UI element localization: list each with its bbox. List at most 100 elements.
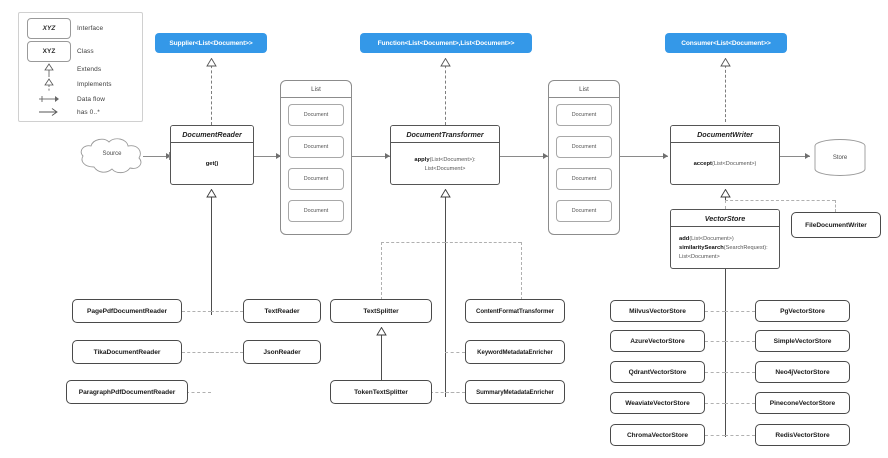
list-1-document-2: Document xyxy=(288,136,344,158)
legend-row-class: XYZ Class xyxy=(19,40,144,62)
source-cloud: Source xyxy=(72,133,152,177)
interface-pill-consumer[interactable]: Consumer<List<Document>> xyxy=(665,33,787,53)
impl-connector-azure xyxy=(705,341,725,342)
list-2-document-4: Document xyxy=(556,200,612,222)
legend-label-extends: Extends xyxy=(77,66,102,73)
list-1-title: List xyxy=(281,81,351,98)
class-contentformattransformer[interactable]: ContentFormatTransformer xyxy=(465,299,565,323)
implements-triangle-function xyxy=(440,54,451,72)
class-azurevectorstore[interactable]: AzureVectorStore xyxy=(610,330,705,352)
extends-line-tokentextsplitter xyxy=(381,330,382,380)
store-label: Store xyxy=(832,155,848,161)
list-1-document-3: Document xyxy=(288,168,344,190)
extends-triangle-transformers xyxy=(440,185,451,203)
dataflow-arrow-icon xyxy=(25,92,73,106)
impl-connector-textreader xyxy=(211,311,243,312)
interface-pill-function[interactable]: Function<List<Document>,List<Document>> xyxy=(360,33,532,53)
class-weaviatevectorstore[interactable]: WeaviateVectorStore xyxy=(610,392,705,414)
vectorstore-method-add: add(List<Document>) xyxy=(679,236,734,242)
class-pagepdfdocumentreader[interactable]: PagePdfDocumentReader xyxy=(72,299,182,323)
documentreader-box[interactable]: DocumentReader get() xyxy=(170,125,254,185)
implements-arrow-icon xyxy=(25,77,73,92)
class-keywordmetadataenricher[interactable]: KeywordMetadataEnricher xyxy=(465,340,565,364)
list-2-title: List xyxy=(549,81,619,98)
impl-connector-tika xyxy=(182,352,211,353)
legend-label-implements: Implements xyxy=(77,81,112,88)
flow-arrowhead-1 xyxy=(166,153,171,159)
legend-label-class: Class xyxy=(77,47,94,55)
documentwriter-method-accept: accept(List<Document>) xyxy=(693,161,757,167)
class-textsplitter[interactable]: TextSplitter xyxy=(330,299,432,323)
list-2-document-1: Document xyxy=(556,104,612,126)
legend-row-interface: XYZ Interface xyxy=(19,17,144,39)
documenttransformer-title: DocumentTransformer xyxy=(391,126,499,143)
implements-triangle-consumer xyxy=(720,54,731,72)
impl-connector-keyword xyxy=(445,352,465,353)
class-jsonreader[interactable]: JsonReader xyxy=(243,340,321,364)
flow-tail-1 xyxy=(169,152,170,160)
class-chromavectorstore[interactable]: ChromaVectorStore xyxy=(610,424,705,446)
class-textreader[interactable]: TextReader xyxy=(243,299,321,323)
impl-connector-simple xyxy=(725,341,755,342)
extends-line-vectorstores xyxy=(725,269,726,437)
vectorstore-box[interactable]: VectorStore add(List<Document>) similari… xyxy=(670,209,780,269)
flow-source-to-reader xyxy=(143,156,170,157)
vectorstore-members: add(List<Document>) similaritySearch(Sea… xyxy=(671,227,779,268)
implements-triangle-supplier xyxy=(206,54,217,72)
interface-pill-supplier[interactable]: Supplier<List<Document>> xyxy=(155,33,267,53)
store-cylinder: Store xyxy=(812,138,868,178)
vectorstore-method-return: List<Document> xyxy=(679,254,720,260)
list-2-document-3: Document xyxy=(556,168,612,190)
class-pineconevectorstore[interactable]: PineconeVectorStore xyxy=(755,392,850,414)
legend-row-extends: Extends xyxy=(19,62,144,77)
class-paragraphpdfdocumentreader[interactable]: ParagraphPdfDocumentReader xyxy=(66,380,188,404)
flow-transformer-to-list2 xyxy=(500,156,548,157)
documentreader-method-get: get() xyxy=(205,161,219,167)
legend-row-has: has 0..* xyxy=(19,105,144,119)
dash-drop-contentformat xyxy=(521,242,522,300)
list-1-document-1: Document xyxy=(288,104,344,126)
class-qdrantvectorstore[interactable]: QdrantVectorStore xyxy=(610,361,705,383)
class-pgvectorstore[interactable]: PgVectorStore xyxy=(755,300,850,322)
dash-bracket-right xyxy=(445,242,521,243)
legend-label-dataflow: Data flow xyxy=(77,95,105,103)
implements-line-supplier xyxy=(211,60,212,125)
dash-drop-vectorstore xyxy=(725,200,726,209)
class-simplevectorstore[interactable]: SimpleVectorStore xyxy=(755,330,850,352)
vectorstore-method-similaritysearch: similaritySearch(SearchRequest): xyxy=(679,245,768,251)
documentreader-members: get() xyxy=(171,143,253,184)
documentwriter-title: DocumentWriter xyxy=(671,126,779,143)
legend-label-has: has 0..* xyxy=(77,108,100,116)
class-neo4jvectorstore[interactable]: Neo4jVectorStore xyxy=(755,361,850,383)
list-1-document-4: Document xyxy=(288,200,344,222)
legend-label-interface: Interface xyxy=(77,24,104,32)
documenttransformer-box[interactable]: DocumentTransformer apply(List<Document>… xyxy=(390,125,500,185)
flow-writer-to-store xyxy=(780,156,810,157)
class-tokentextsplitter[interactable]: TokenTextSplitter xyxy=(330,380,432,404)
impl-connector-paragraph xyxy=(186,392,211,393)
dash-bracket-writer xyxy=(725,200,835,201)
impl-connector-pagepdf xyxy=(182,311,211,312)
documenttransformer-method-return: List<Document> xyxy=(424,165,466,172)
class-filedocumentwriter[interactable]: FileDocumentWriter xyxy=(791,212,881,238)
extends-triangle-writer xyxy=(720,185,731,203)
extends-line-transformers xyxy=(445,192,446,397)
class-milvusvectorstore[interactable]: MilvusVectorStore xyxy=(610,300,705,322)
flow-reader-to-list1 xyxy=(254,156,282,157)
class-tikadocumentreader[interactable]: TikaDocumentReader xyxy=(72,340,182,364)
impl-connector-qdrant xyxy=(705,372,725,373)
class-redisvectorstore[interactable]: RedisVectorStore xyxy=(755,424,850,446)
flow-arrowhead-4 xyxy=(543,153,548,159)
documentreader-title: DocumentReader xyxy=(171,126,253,143)
flow-arrowhead-5 xyxy=(663,153,668,159)
flow-arrowhead-3 xyxy=(385,153,390,159)
flow-list1-to-transformer xyxy=(352,156,390,157)
impl-connector-redis xyxy=(725,435,755,436)
legend-row-implements: Implements xyxy=(19,77,144,92)
extends-arrow-icon xyxy=(25,62,73,77)
class-summarymetadataenricher[interactable]: SummaryMetadataEnricher xyxy=(465,380,565,404)
has-arrow-icon xyxy=(25,105,73,119)
documentwriter-box[interactable]: DocumentWriter accept(List<Document>) xyxy=(670,125,780,185)
extends-triangle-readers xyxy=(206,185,217,203)
